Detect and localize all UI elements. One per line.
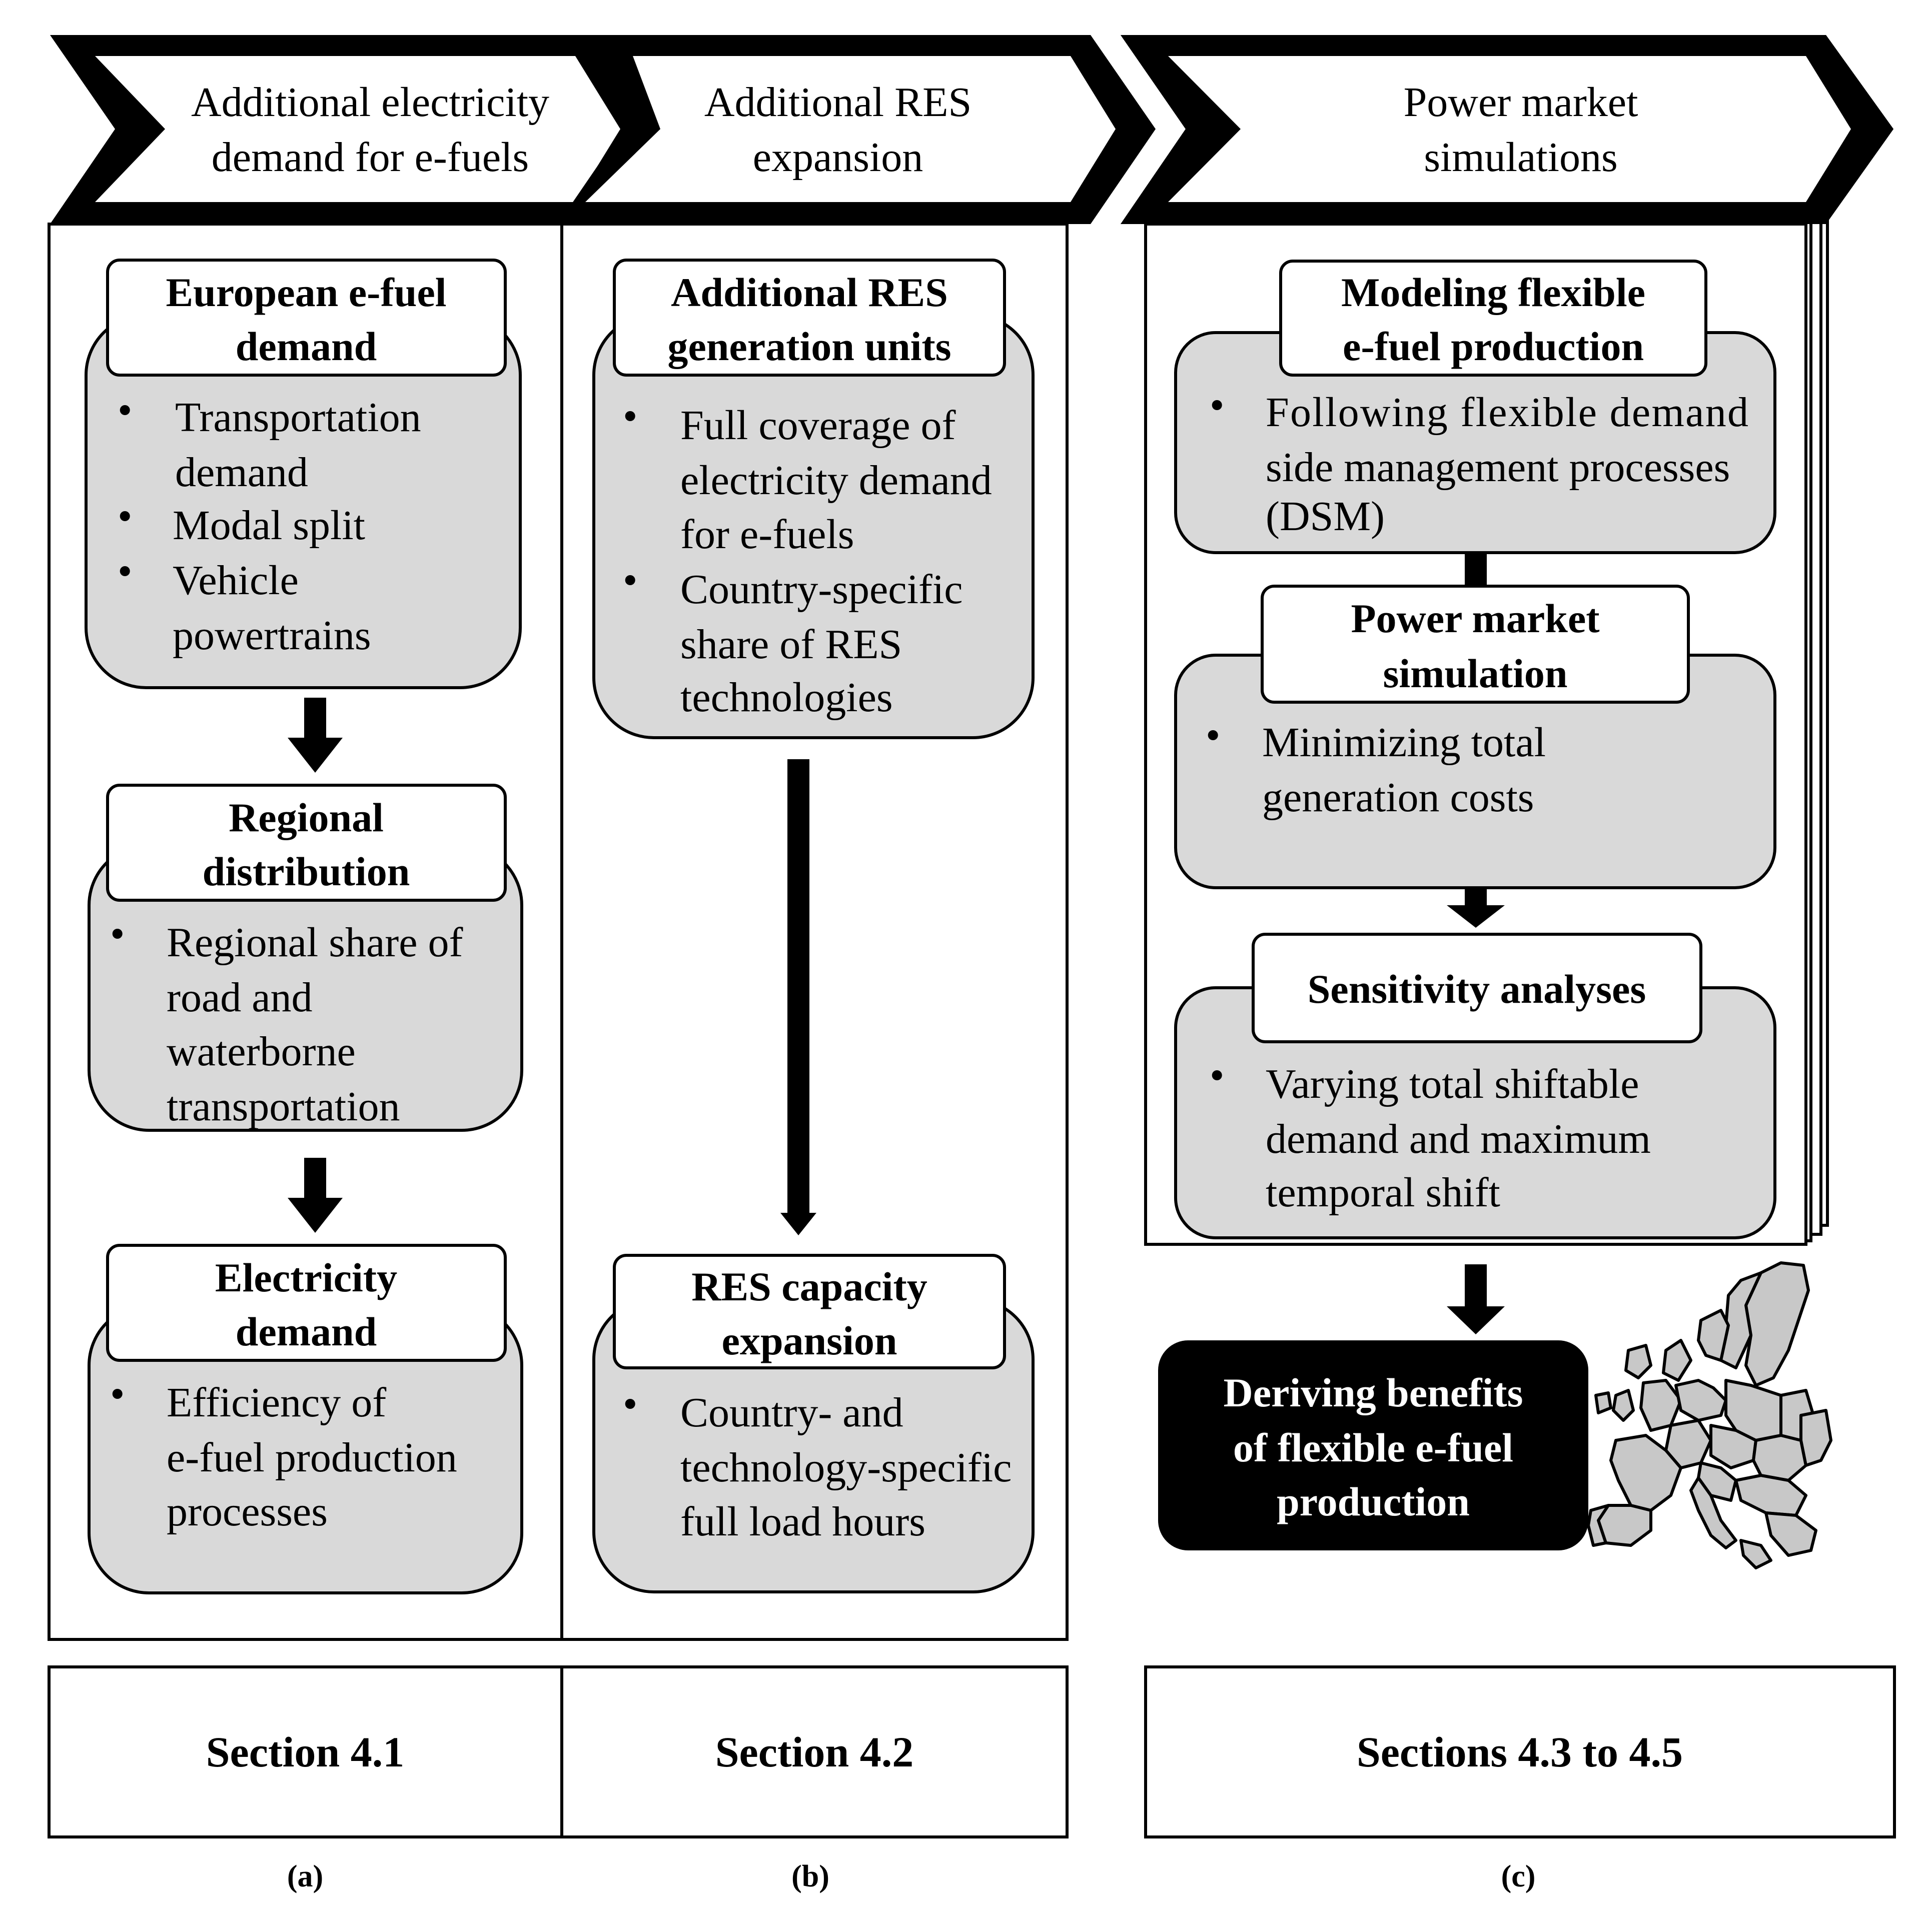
chevron-b-fill — [585, 56, 1116, 202]
header-c-line-2-top: simulations — [1424, 134, 1617, 181]
bullet-a1-1-line-1: Transportation — [175, 394, 421, 441]
result-line-1: Deriving benefits — [1224, 1370, 1523, 1415]
bullet-dot: • — [110, 911, 125, 957]
bullet-b1-2-line-2: share of RES — [680, 621, 902, 668]
bullet-a1-2-line-1: Modal split — [173, 502, 365, 549]
title-b2-line-1: RES capacity — [691, 1264, 927, 1309]
bullet-c1-1-line-3: (DSM) — [1266, 493, 1385, 540]
arrow-down-icon — [288, 1158, 343, 1233]
result-line-3: production — [1277, 1479, 1470, 1524]
result-area: Deriving benefits of flexible e-fuel pro… — [1158, 1261, 1832, 1569]
section-a-label: Section 4.1 — [206, 1728, 405, 1776]
result-line-2: of flexible e-fuel — [1233, 1425, 1513, 1470]
title-sensitivity — [1252, 933, 1702, 1043]
arrow-down-icon — [780, 759, 816, 1235]
bullet-dot: • — [623, 557, 637, 604]
bullet-dot: • — [118, 493, 132, 540]
chevron-c-redraw-fill — [1168, 56, 1851, 202]
bullet-c3-1-line-1: Varying total shiftable — [1266, 1061, 1639, 1107]
title-res-capacity — [613, 1254, 1006, 1369]
header-b-line-2: expansion — [753, 134, 923, 181]
bullet-dot: • — [1210, 382, 1224, 429]
bullet-c2-1-line-1: Minimizing total — [1262, 719, 1546, 766]
bullet-c3-1-line-3: temporal shift — [1266, 1169, 1500, 1216]
panel-label-a: (a) — [287, 1859, 323, 1893]
connector-bar — [1465, 553, 1487, 590]
header-a-line-2: demand for e-fuels — [212, 134, 529, 181]
bullet-b1-2-line-3: technologies — [680, 674, 893, 721]
section-box-c — [1144, 1665, 1896, 1838]
title-a2-line-2: distribution — [203, 849, 410, 894]
bullet-a2-1-line-1: Regional share of — [167, 919, 463, 966]
panel-label-b: (b) — [791, 1859, 829, 1893]
bullet-a3-1-line-3: processes — [167, 1488, 328, 1535]
section-box-b — [560, 1665, 1069, 1838]
title-c1-line-2: e-fuel production — [1343, 324, 1644, 369]
title-b1-line-2: generation units — [667, 324, 951, 369]
bullet-a2-1-line-3: waterborne — [167, 1028, 356, 1075]
bullet-c2-1-line-2: generation costs — [1262, 774, 1534, 821]
bullet-b1-1-line-2: electricity demand — [680, 457, 992, 504]
title-a3-line-2: demand — [236, 1309, 377, 1354]
bullet-dot: • — [623, 1381, 637, 1427]
bullet-b1-2-line-1: Country-specific — [680, 566, 963, 613]
title-c3-line-1: Sensitivity analyses — [1308, 966, 1646, 1012]
title-european-demand — [106, 259, 507, 377]
arrow-down-icon — [288, 698, 343, 773]
bullet-dot: • — [623, 393, 637, 440]
title-a2-line-1: Regional — [229, 795, 384, 840]
title-b2-line-2: expansion — [722, 1318, 897, 1363]
europe-map-icon — [1587, 1261, 1832, 1569]
bullet-b2-1-line-1: Country- and — [680, 1389, 903, 1436]
title-a1-line-2: demand — [236, 324, 377, 369]
header-b-line-1: Additional RES — [704, 79, 972, 126]
title-regional-distribution — [106, 784, 507, 902]
bullet-c1-1-line-1: Following flexible demand — [1266, 389, 1748, 436]
section-b-label: Section 4.2 — [715, 1728, 914, 1776]
bullet-a2-1-line-4: transportation — [167, 1083, 400, 1130]
bullet-a2-1-line-2: road and — [167, 974, 313, 1021]
bullet-a3-1-line-1: Efficiency of — [167, 1379, 386, 1426]
header-c-line-1-top: Power market — [1404, 79, 1638, 126]
title-a3-line-1: Electricity — [215, 1255, 397, 1300]
header-a-line-1: Additional electricity — [191, 79, 549, 126]
bullet-b2-1-line-3: full load hours — [680, 1498, 925, 1545]
bullet-dot: • — [110, 1371, 125, 1417]
arrow-down-icon — [1447, 1264, 1505, 1334]
bullet-a1-3-line-1: Vehicle — [173, 557, 299, 604]
result-box — [1158, 1340, 1588, 1550]
section-box-a — [48, 1665, 563, 1838]
title-electricity-demand — [106, 1244, 507, 1362]
bullet-b1-1-line-1: Full coverage of — [680, 402, 955, 449]
bullet-a1-3-line-2: powertrains — [173, 612, 371, 659]
title-c2-line-1: Power market — [1351, 596, 1599, 641]
title-a1-line-1: European e-fuel — [166, 270, 446, 315]
bullet-dot: • — [118, 387, 132, 434]
section-boxes: Section 4.1 Section 4.2 Sections 4.3 to … — [48, 1665, 1896, 1838]
arrow-down-icon — [1447, 888, 1505, 928]
panel-a-boxes: European e-fuel demand • Transportation … — [85, 259, 523, 1594]
bullet-c1-1-line-2: side management processes — [1266, 444, 1730, 491]
chevron-a-fill — [95, 56, 620, 202]
panel-labels: (a) (b) (c) — [287, 1859, 1536, 1893]
title-b1-line-1: Additional RES — [671, 270, 948, 315]
bullet-dot: • — [118, 548, 132, 595]
title-power-market — [1261, 585, 1690, 704]
bullet-b1-1-line-3: for e-fuels — [680, 511, 854, 558]
panel-b-boxes: Additional RES generation units • Full c… — [592, 259, 1035, 1593]
bullet-c3-1-line-2: demand and maximum — [1266, 1116, 1651, 1162]
bullet-dot: • — [1210, 1052, 1224, 1099]
title-modeling-flexible — [1279, 260, 1707, 377]
bullet-a1-1-line-2: demand — [175, 449, 308, 496]
title-c1-line-1: Modeling flexible — [1341, 270, 1645, 315]
bullet-a3-1-line-2: e-fuel production — [167, 1434, 457, 1481]
title-additional-res — [613, 259, 1006, 377]
bullet-b2-1-line-2: technology-specific — [680, 1444, 1012, 1491]
panel-label-c: (c) — [1501, 1859, 1536, 1893]
panel-c-boxes: Modeling flexible e-fuel production • Fo… — [1174, 260, 1776, 1239]
title-c2-line-2: simulation — [1383, 651, 1567, 696]
bullet-dot: • — [1206, 712, 1220, 759]
section-c-label: Sections 4.3 to 4.5 — [1357, 1728, 1683, 1776]
